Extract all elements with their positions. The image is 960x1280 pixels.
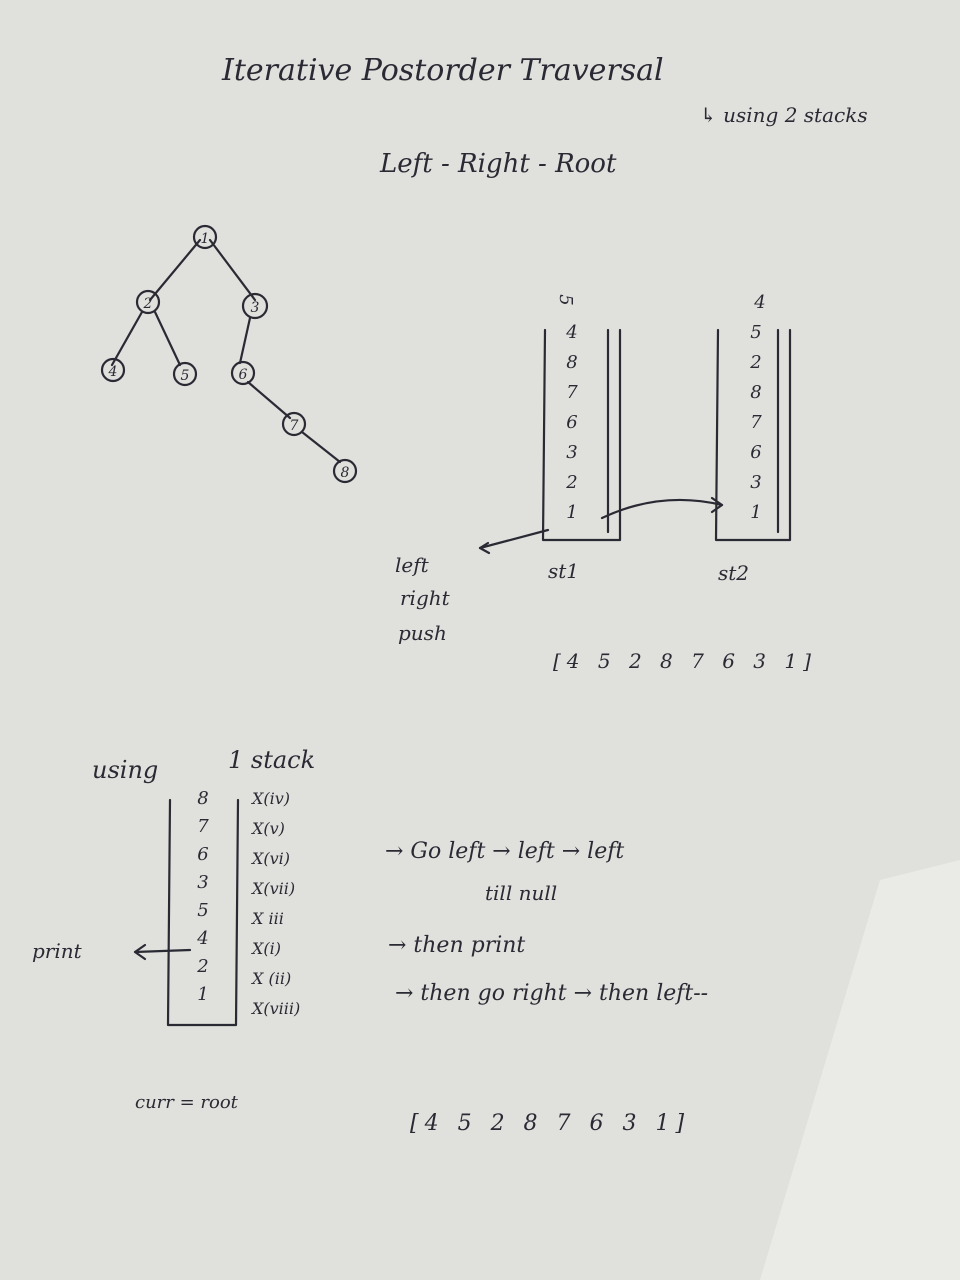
visit-mark: X(vi): [250, 849, 290, 868]
visit-mark: X iii: [250, 909, 284, 928]
print-arrow: [133, 948, 192, 954]
note-push: push: [398, 621, 447, 645]
node-label: 1: [201, 231, 210, 247]
st1-value: 4: [565, 322, 577, 343]
print-label: print: [32, 939, 83, 963]
visit-mark: X(vii): [250, 879, 295, 898]
one-stack-value: 3: [197, 872, 208, 893]
tree-node-4: 4: [100, 357, 126, 383]
st1-value: 1: [566, 502, 577, 523]
st1-label: st1: [548, 559, 579, 583]
st2-top-value: 4: [753, 292, 765, 313]
st1-value: 3: [566, 442, 577, 463]
tree-node-1: 1: [192, 224, 218, 250]
st2-value: 5: [750, 322, 761, 343]
visit-mark: X(viii): [250, 999, 300, 1018]
subtitle: ↳ using 2 stacks: [700, 103, 868, 127]
step-1b: till null: [485, 881, 557, 905]
note-arrow: [478, 528, 550, 550]
node-label: 2: [143, 296, 153, 312]
st2-value: 3: [750, 472, 761, 493]
tree-node-3: 3: [241, 292, 269, 320]
visit-mark: X(i): [250, 939, 281, 958]
tree-node-6: 6: [230, 360, 256, 386]
st2-value: 1: [750, 502, 761, 523]
node-label: 6: [239, 367, 248, 383]
visit-mark: X(iv): [250, 789, 290, 808]
node-label: 8: [341, 465, 350, 481]
step-1: → Go left → left → left: [385, 839, 624, 864]
st2-value: 8: [750, 382, 761, 403]
st2-value: 6: [750, 442, 761, 463]
page-title: Iterative Postorder Traversal: [221, 53, 664, 88]
step-3: → then go right → then left--: [395, 981, 708, 1006]
st2-label: st2: [718, 561, 749, 585]
node-label: 3: [251, 300, 260, 316]
one-stack-value: 6: [197, 844, 208, 865]
st1-value: 6: [566, 412, 577, 433]
note-right: right: [400, 586, 451, 610]
step-2: → then print: [388, 933, 525, 958]
note-left: left: [395, 553, 430, 577]
one-stack-value: 1: [197, 984, 208, 1005]
st1-top-value: 5: [555, 294, 576, 305]
tree-node-5: 5: [172, 361, 198, 387]
st2-value: 2: [749, 352, 761, 373]
node-label: 7: [290, 418, 299, 434]
st1-value: 7: [566, 382, 578, 403]
one-stack-value: 5: [197, 900, 208, 921]
st1-value: 2: [565, 472, 577, 493]
node-label: 4: [108, 364, 118, 380]
one-stack-value: 2: [196, 956, 208, 977]
stack-st2: 4 5 2 8 7 6 3 1 st2: [714, 292, 792, 585]
tree-node-2: 2: [135, 289, 161, 315]
two-stack-result: [4 5 2 8 7 6 3 1]: [553, 649, 817, 673]
tree-diagram: 1 2 3 4 5 6 7 8: [100, 224, 358, 484]
one-stack-value: 4: [196, 928, 208, 949]
one-stack-result: [4 5 2 8 7 6 3 1]: [410, 1111, 690, 1136]
stack-st1: 5 4 8 7 6 3 2 1 st1: [541, 294, 622, 583]
transfer-arrow: [600, 498, 724, 520]
one-stack-value: 7: [197, 816, 209, 837]
visit-mark: X(v): [250, 819, 285, 838]
tree-node-7: 7: [281, 411, 307, 437]
node-label: 5: [181, 368, 190, 384]
st2-value: 7: [750, 412, 762, 433]
st1-value: 8: [566, 352, 577, 373]
one-stack-value: 8: [197, 788, 208, 809]
tree-node-8: 8: [332, 458, 358, 484]
traversal-order: Left - Right - Root: [379, 149, 617, 179]
one-stack-heading-left: using: [92, 756, 158, 784]
curr-note: curr = root: [135, 1092, 239, 1113]
one-stack-heading-right: 1 stack: [228, 746, 315, 774]
visit-mark: X (ii): [250, 969, 291, 988]
